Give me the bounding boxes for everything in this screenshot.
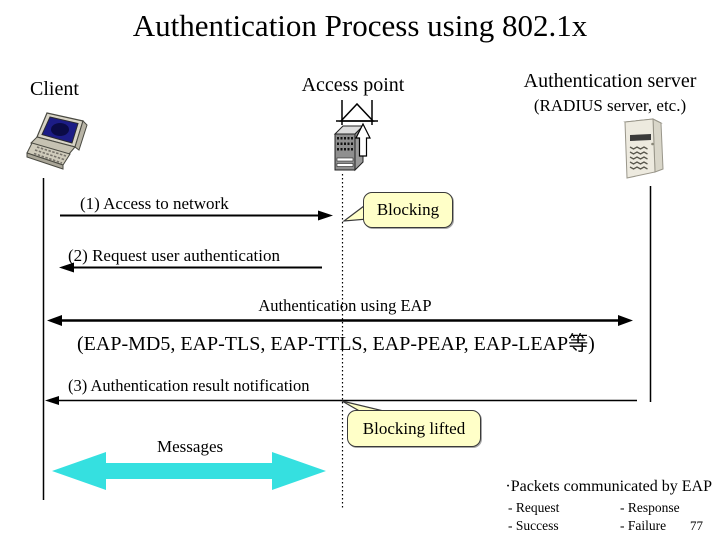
- auth-server-column-label: Authentication server: [523, 70, 697, 92]
- arrow-4-authentication-result: [45, 396, 637, 405]
- footnote-item-failure: - Failure: [620, 518, 667, 533]
- client-column-label: Client: [30, 78, 79, 100]
- page-number: 77: [690, 518, 703, 533]
- message-3-label: Authentication using EAP: [258, 296, 432, 315]
- blocking-lifted-callout: Blocking lifted: [347, 410, 481, 447]
- message-3-sublabel: (EAP-MD5, EAP-TLS, EAP-TTLS, EAP-PEAP, E…: [77, 333, 595, 355]
- messages-double-arrow: [52, 452, 326, 490]
- access-point-column-label: Access point: [301, 74, 405, 96]
- footnote-items: - Request - Response - Success - Failure: [508, 500, 680, 534]
- arrow-3-authentication-using-eap: [47, 315, 633, 326]
- client-laptop-icon: [26, 112, 88, 170]
- up-arrow-icon: [355, 122, 371, 157]
- footnote-item-response: - Response: [620, 500, 680, 515]
- footnote-item-request: - Request: [508, 500, 560, 515]
- server-vents: [629, 146, 648, 170]
- auth-server-column-sublabel: (RADIUS server, etc.): [533, 96, 687, 115]
- message-1-label: (1) Access to network: [80, 194, 229, 213]
- access-point-icon: [333, 100, 378, 172]
- message-4-label: (3) Authentication result notification: [68, 376, 310, 395]
- slide-title: Authentication Process using 802.1x: [132, 8, 588, 43]
- server-tower-icon: [623, 118, 664, 179]
- footnote-item-success: - Success: [508, 518, 559, 533]
- blocking-callout: Blocking: [363, 192, 453, 228]
- footnote-title: ·Packets communicated by EAP: [505, 478, 712, 495]
- access-point-vent-dots: [337, 137, 353, 151]
- messages-label: Messages: [157, 437, 224, 456]
- message-2-label: (2) Request user authentication: [68, 246, 280, 265]
